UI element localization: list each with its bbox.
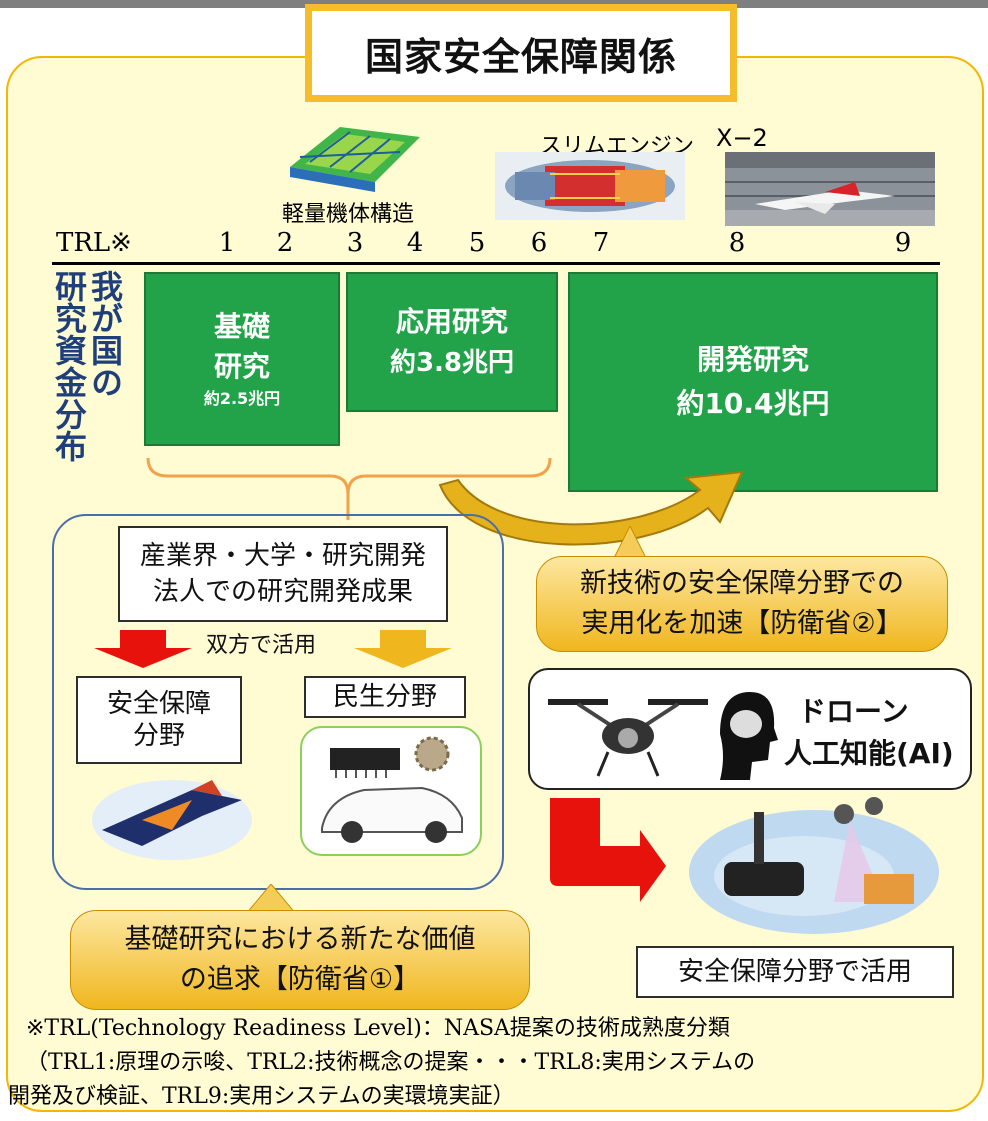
applied-research-amount: 約3.8兆円 — [389, 348, 515, 378]
callout-mod2: 新技術の安全保障分野での 実用化を加速【防衛省②】 — [536, 556, 948, 652]
callout-mod2-line1: 新技術の安全保障分野での — [580, 568, 904, 599]
robot-drone-field-image — [689, 797, 939, 934]
page-title: 国家安全保障関係 — [305, 4, 737, 102]
drone-image — [548, 699, 708, 777]
trl-level-8: 8 — [728, 228, 746, 258]
basic-research-line1: 基礎 — [213, 310, 270, 343]
security-field-line2: 分野 — [132, 721, 185, 751]
vertical-label-text-2: 研究資金分布 — [50, 270, 88, 462]
vertical-label-2: 研究資金分布 — [50, 270, 88, 470]
trl-level-4: 4 — [406, 228, 424, 258]
ai-label: 人工知能(AI) — [784, 737, 954, 770]
development-research-amount: 約10.4兆円 — [676, 387, 830, 420]
trl-label: TRL※ — [56, 228, 132, 258]
footnote-line-2: （TRL1:原理の示唆、TRL2:技術概念の提案・・・TRL8:実用システムの — [26, 1050, 756, 1075]
security-use-box: 安全保障分野で活用 — [636, 946, 954, 998]
basic-research-line2: 研究 — [213, 350, 270, 383]
applied-research-line1: 応用研究 — [395, 305, 508, 338]
lightweight-structure-caption: 軽量機体構造 — [282, 202, 415, 227]
ai-head-icon — [720, 692, 778, 780]
callout-mod1: 基礎研究における新たな価値 の追求【防衛省①】 — [70, 910, 530, 1010]
trl-level-5: 5 — [468, 228, 486, 258]
research-results-line1: 産業界・大学・研究開発 — [139, 541, 426, 571]
slim-engine-image — [495, 152, 685, 220]
chip-car-gear-image — [321, 736, 463, 843]
trl-level-1: 1 — [218, 228, 236, 258]
trl-level-6: 6 — [530, 228, 548, 258]
applied-research-box: 応用研究 約3.8兆円 — [346, 272, 558, 412]
fighter-jet-image — [92, 780, 252, 860]
x2-aircraft-image — [725, 152, 935, 226]
development-research-box: 開発研究 約10.4兆円 — [568, 272, 938, 492]
vertical-label-1: 我が国の — [86, 270, 124, 406]
trl-level-2: 2 — [276, 228, 294, 258]
research-results-box: 産業界・大学・研究開発 法人での研究開発成果 — [118, 526, 448, 622]
lightweight-structure-image — [290, 127, 420, 192]
callout-mod2-line2: 実用化を加速【防衛省②】 — [581, 608, 903, 639]
x2-caption: X−2 — [716, 124, 768, 152]
research-results-line2: 法人での研究開発成果 — [152, 577, 413, 607]
research-results-container — [52, 514, 504, 890]
trl-level-7: 7 — [592, 228, 610, 258]
trl-level-3: 3 — [346, 228, 364, 258]
callout-mod1-pointer — [245, 884, 297, 914]
trl-axis-line — [52, 262, 940, 265]
vertical-label-text-1: 我が国の — [86, 270, 124, 398]
callout-mod1-line1: 基礎研究における新たな価値 — [124, 924, 476, 955]
drone-ai-box: ドローン 人工知能(AI) — [528, 668, 972, 790]
security-field-box: 安全保障 分野 — [76, 676, 242, 764]
drone-label: ドローン — [798, 695, 909, 728]
trl-level-9: 9 — [894, 228, 912, 258]
footnote-line-1: ※TRL(Technology Readiness Level)：NASA提案の… — [26, 1016, 730, 1041]
security-field-line1: 安全保障 — [106, 689, 211, 719]
footnote-line-3: 開発及び検証、TRL9:実用システムの実環境実証） — [8, 1084, 515, 1109]
development-research-line1: 開発研究 — [696, 343, 809, 376]
basic-research-box: 基礎 研究 約2.5兆円 — [144, 272, 340, 446]
basic-research-amount: 約2.5兆円 — [203, 389, 281, 408]
civil-field-image-frame — [300, 726, 482, 856]
callout-mod1-line2: の追求【防衛省①】 — [179, 964, 421, 995]
civil-field-box: 民生分野 — [304, 676, 466, 718]
both-use-label: 双方で活用 — [206, 633, 317, 658]
